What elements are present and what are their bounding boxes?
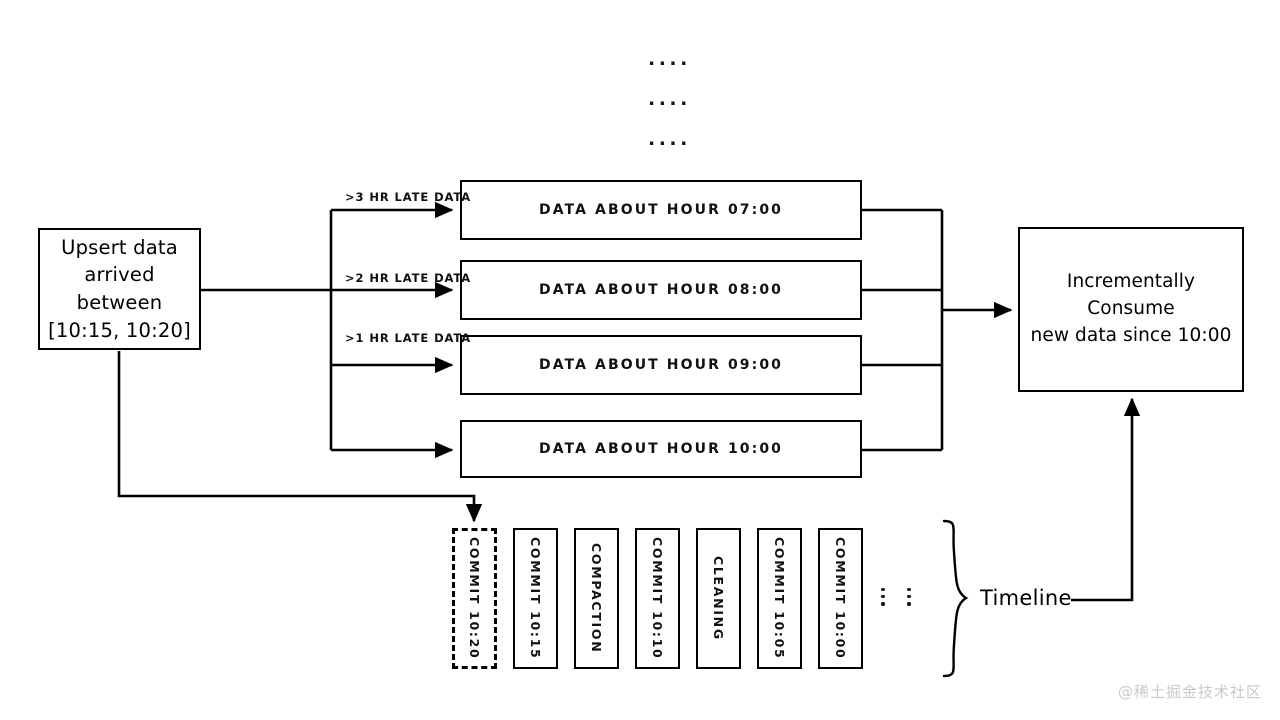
edge-label-3hr: >3 HR LATE DATA [345,190,472,204]
timeline-item-commit-1020[interactable]: COMMIT 10:20 [452,528,497,669]
timeline-item-commit-1000[interactable]: COMMIT 10:00 [818,528,863,669]
hour-box-10-label: DATA ABOUT HOUR 10:00 [538,441,784,457]
source-box-line-3: [10:15, 10:20] [48,318,191,342]
timeline-item-commit-1015[interactable]: COMMIT 10:15 [513,528,558,669]
edge-timeline-to-consume [1071,397,1141,602]
hour-box-08-label: DATA ABOUT HOUR 08:00 [538,282,784,298]
timeline-item-label: COMMIT 10:05 [772,537,787,660]
hour-box-08[interactable]: DATA ABOUT HOUR 08:00 [460,260,862,320]
timeline-item-label: COMMIT 10:15 [528,537,543,660]
watermark: @稀土掘金技术社区 [1117,683,1262,701]
timeline-item-label: COMMIT 10:10 [650,537,665,660]
edge-label-2hr: >2 HR LATE DATA [345,271,472,285]
hour-box-07[interactable]: DATA ABOUT HOUR 07:00 [460,180,862,240]
timeline-item-label: COMMIT 10:20 [467,537,482,660]
timeline-ellipsis-1 [881,588,885,606]
consume-box-line-1: Incrementally Consume [1066,271,1196,320]
source-box-line-2: arrived between [76,263,163,314]
timeline-item-label: COMPACTION [589,543,604,654]
hour-box-09-label: DATA ABOUT HOUR 09:00 [538,357,784,373]
edge-label-1hr: >1 HR LATE DATA [345,331,472,345]
consume-box[interactable]: Incrementally Consume new data since 10:… [1018,227,1244,392]
ellipsis-row-3: .... [648,128,691,150]
timeline-item-commit-1005[interactable]: COMMIT 10:05 [757,528,802,669]
hour-box-09[interactable]: DATA ABOUT HOUR 09:00 [460,335,862,395]
hour-box-07-label: DATA ABOUT HOUR 07:00 [538,202,784,218]
timeline-item-compaction[interactable]: COMPACTION [574,528,619,669]
hour-box-10[interactable]: DATA ABOUT HOUR 10:00 [460,420,862,478]
timeline-item-commit-1010[interactable]: COMMIT 10:10 [635,528,680,669]
timeline-item-label: COMMIT 10:00 [833,537,848,660]
timeline-ellipsis-2 [907,588,911,606]
timeline-brace [942,519,969,678]
source-box-line-1: Upsert data [61,235,178,259]
edge-source-to-commit [117,351,483,523]
consume-box-text: Incrementally Consume new data since 10:… [1020,269,1242,349]
timeline-item-cleaning[interactable]: CLEANING [696,528,741,669]
ellipsis-row-2: .... [648,88,691,110]
timeline-label: Timeline [980,586,1072,610]
source-box-text: Upsert data arrived between [10:15, 10:2… [40,234,199,345]
ellipsis-row-1: .... [648,48,691,70]
consume-box-line-2: new data since 10:00 [1030,324,1232,346]
timeline-item-label: CLEANING [711,556,726,641]
source-box[interactable]: Upsert data arrived between [10:15, 10:2… [38,228,201,350]
